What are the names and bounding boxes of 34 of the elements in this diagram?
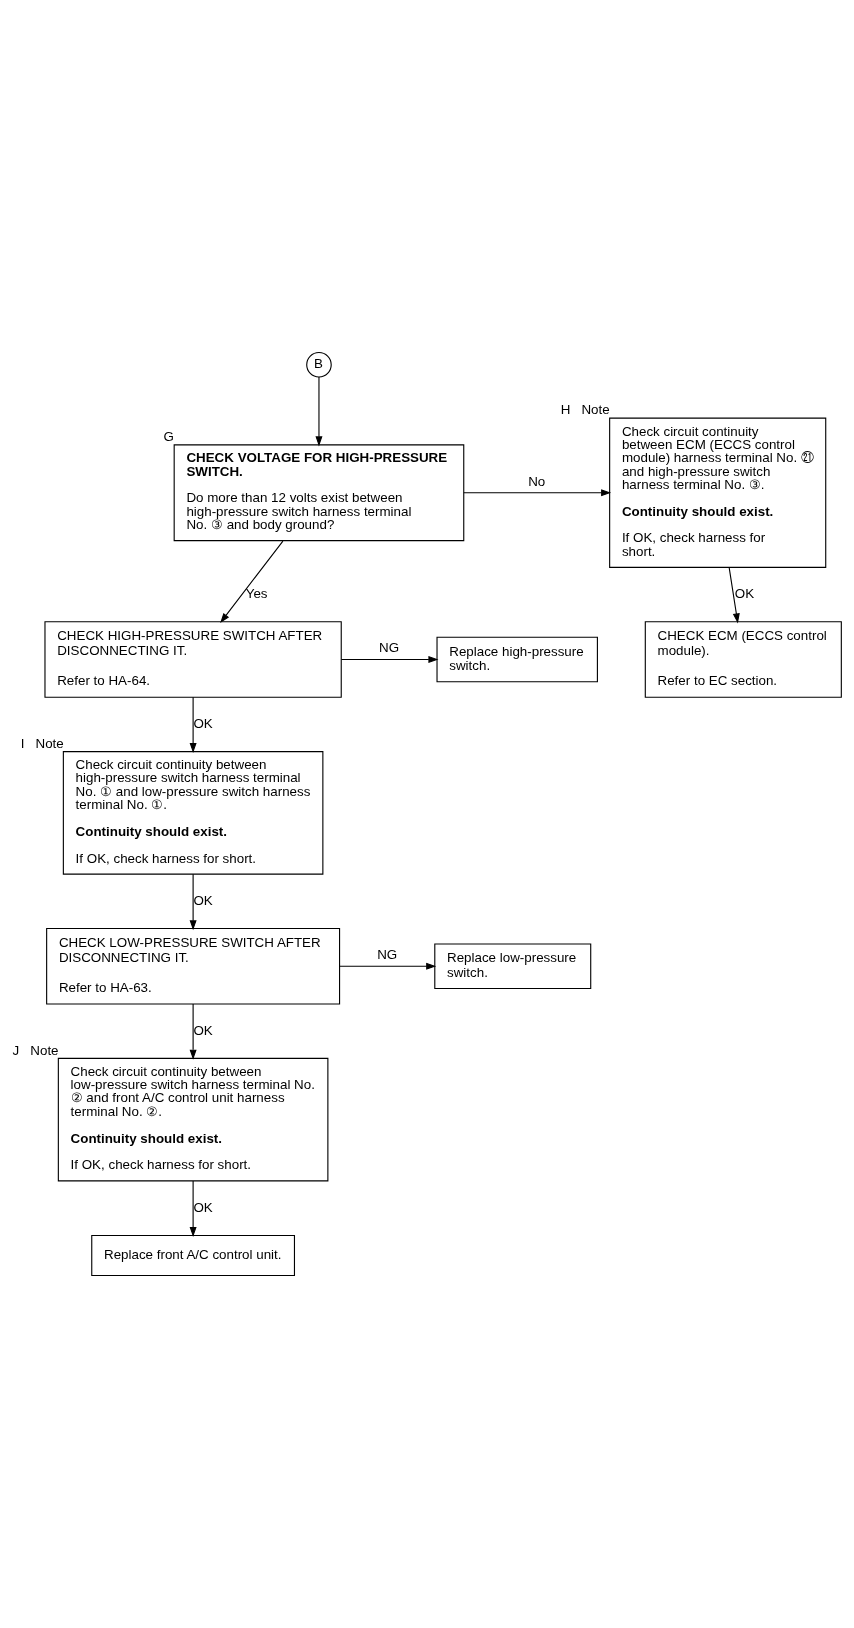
edge-label: OK: [193, 892, 213, 908]
arrow: [189, 696, 197, 754]
node-box: CHECK HIGH-PRESSURE SWITCH AFTER DISCONNECTING IT. Refer to HA-64.: [44, 621, 342, 698]
arrow: [463, 489, 612, 497]
edge-label: No: [528, 473, 546, 489]
node-label: J Note: [12, 1042, 59, 1058]
node-circle: B: [306, 351, 332, 378]
node-label: G: [163, 429, 174, 445]
node-label: I Note: [20, 735, 64, 751]
arrow: [189, 1003, 197, 1060]
node-box: Replace high-pressure switch.: [436, 636, 598, 683]
edge-label: OK: [734, 586, 755, 602]
edge-label: OK: [193, 1022, 213, 1038]
arrow: [340, 656, 439, 664]
arrow: [339, 962, 437, 970]
node-label: H Note: [560, 402, 610, 418]
arrow: [728, 566, 740, 624]
node-box: CHECK VOLTAGE FOR HIGH-PRESSURE SWITCH. Do more than 12 volts exist between high-pressure switch harness terminal No. ③ and body ground?: [173, 444, 465, 542]
edge-label: Yes: [245, 586, 268, 602]
arrow: [189, 873, 197, 931]
node-box: Check circuit continuity between high-pressure switch harness terminal No. ① and low-pressure switch harness terminal No. ①. Continuity should exist. If OK, check harness for short.: [62, 751, 324, 875]
arrow: [189, 1180, 197, 1238]
edge-label: NG: [377, 947, 398, 963]
node-box: CHECK LOW-PRESSURE SWITCH AFTER DISCONNECTING IT. Refer to HA-63.: [46, 927, 341, 1005]
node-box: Replace front A/C control unit.: [91, 1234, 295, 1277]
node-box: Check circuit continuity between ECM (ECCS control module) harness terminal No. ㉑ and high-pressure switch harness terminal No. ③. Continuity should exist. If OK, check harness for short.: [609, 417, 827, 568]
edge-label: OK: [193, 1199, 213, 1215]
edge-label: OK: [193, 715, 213, 731]
arrow: [220, 540, 284, 624]
node-box: CHECK ECM (ECCS control module). Refer to EC section.: [644, 621, 842, 698]
edge-label: NG: [379, 640, 400, 656]
node-box: Replace low-pressure switch.: [434, 943, 592, 990]
arrow: [315, 376, 323, 447]
node-box: Check circuit continuity between low-pressure switch harness terminal No. ② and front A/C control unit harness terminal No. ②. Continuity should exist. If OK, check harness for short.: [57, 1057, 329, 1182]
